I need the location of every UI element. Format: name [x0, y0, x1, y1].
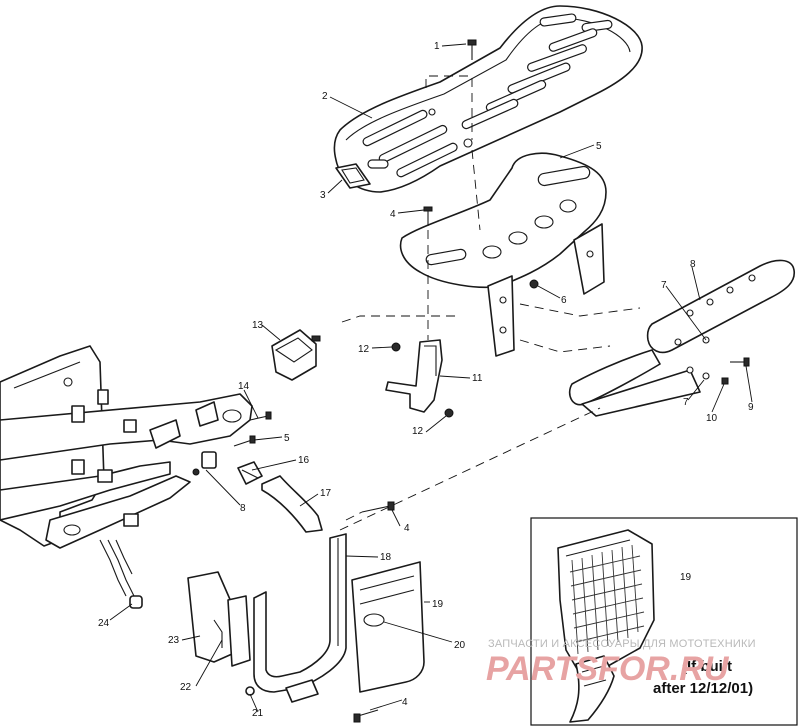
callout-14: 14	[238, 381, 250, 392]
callout-7-lower: 7	[683, 397, 689, 408]
callout-21: 21	[252, 708, 264, 719]
callout-22: 22	[180, 682, 192, 693]
callout-4-bottom: 4	[402, 697, 408, 708]
callout-8-upper: 8	[690, 259, 696, 270]
callout-3: 3	[320, 190, 326, 201]
callout-5: 5	[596, 141, 602, 152]
bumper-hardware	[702, 336, 750, 385]
nut-6	[529, 279, 539, 289]
front-rack	[333, 5, 643, 193]
watermark-logo: PARTSFOR.RU	[486, 650, 730, 688]
callout-9: 9	[748, 402, 754, 413]
left-panel-23	[187, 571, 255, 696]
rack-bracket	[399, 152, 607, 357]
callout-12-lower: 12	[412, 426, 424, 437]
callout-17: 17	[320, 488, 332, 499]
callout-13: 13	[252, 320, 264, 331]
callout-16: 16	[298, 455, 310, 466]
callout-4: 4	[390, 209, 396, 220]
callout-1: 1	[434, 41, 440, 52]
callout-5-lower: 5	[284, 433, 290, 444]
callout-4-middle: 4	[404, 523, 410, 534]
inset-note-line2: after 12/12/01)	[653, 680, 753, 697]
screw-4-top	[423, 206, 433, 226]
callout-labels: 1 2 3 4 5 6 7 8 7 10 9 13 12 11 12 14 5 …	[98, 41, 754, 719]
side-panel-19	[351, 561, 425, 693]
tube-17	[261, 475, 323, 533]
callout-19: 19	[432, 599, 444, 610]
watermark-tagline: ЗАПЧАСТИ И АКСЕССУАРЫ ДЛЯ МОТОТЕХНИКИ	[488, 638, 756, 650]
callout-24: 24	[98, 618, 110, 629]
callout-12-upper: 12	[358, 344, 370, 355]
light-13	[271, 329, 321, 381]
bracket-11	[385, 339, 443, 413]
bolts-14-5	[233, 411, 272, 447]
nut-12-lower	[444, 408, 454, 418]
callout-6: 6	[561, 295, 567, 306]
callout-20: 20	[454, 640, 466, 651]
callout-7-upper: 7	[661, 280, 667, 291]
callout-8-lower: 8	[240, 503, 246, 514]
callout-19-inset: 19	[680, 572, 692, 583]
vehicle-frame	[0, 345, 253, 597]
plug-24	[129, 595, 143, 609]
u-frame-18	[253, 533, 347, 703]
leader-lines	[109, 43, 753, 713]
screw-4-lower	[353, 501, 395, 723]
nut-12-upper	[391, 342, 401, 352]
inset-note-line1: (If built	[682, 658, 732, 675]
inset-detail	[530, 517, 798, 726]
plate-3	[335, 163, 371, 189]
inset-grille	[569, 544, 645, 655]
bolt-1	[467, 39, 477, 60]
connector-16	[192, 451, 263, 485]
callout-2: 2	[322, 91, 328, 102]
callout-23: 23	[168, 635, 180, 646]
callout-11: 11	[472, 373, 483, 384]
callout-10: 10	[706, 413, 718, 424]
bumper-bar	[568, 259, 795, 417]
callout-18: 18	[380, 552, 392, 563]
assembly-lines	[339, 75, 641, 531]
